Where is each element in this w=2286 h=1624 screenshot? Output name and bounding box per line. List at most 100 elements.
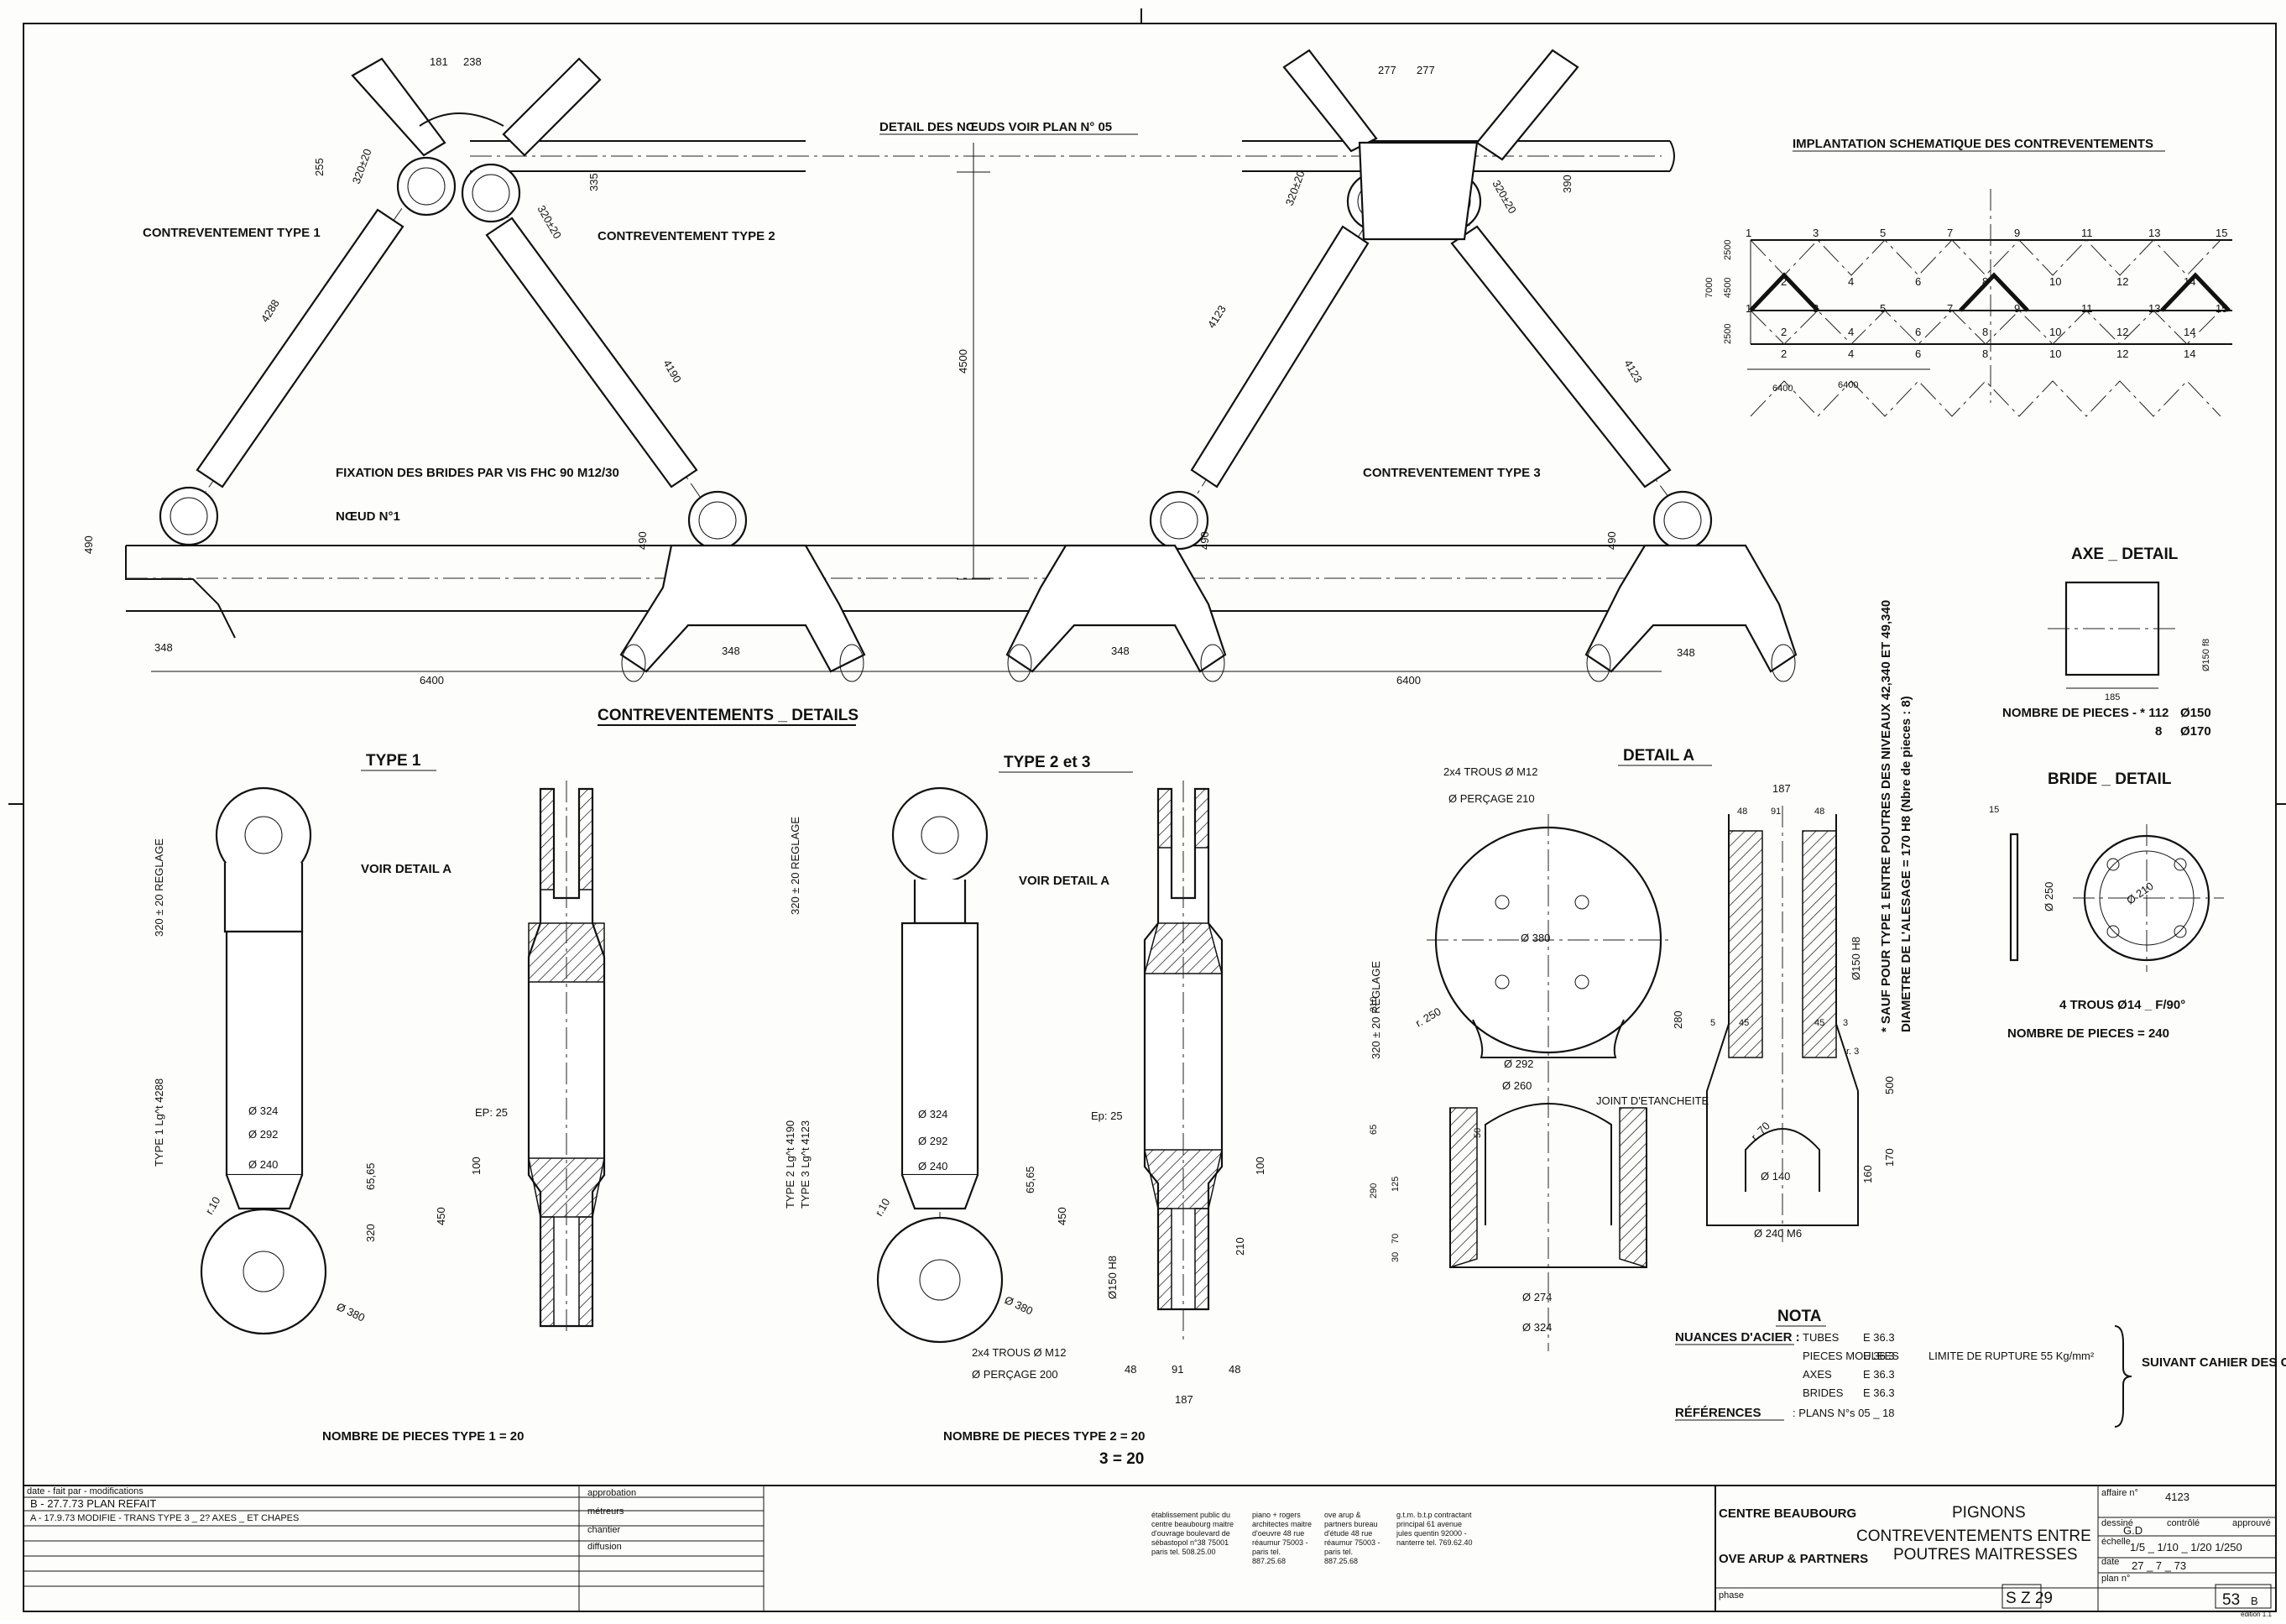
side-d140: Ø 140 — [1761, 1170, 1790, 1183]
approuve-label: approuvé — [2232, 1518, 2271, 1528]
dim-top-25: 6400 — [1396, 674, 1421, 687]
nota-plans: : PLANS N°s 05 _ 18 — [1793, 1407, 1895, 1419]
vertical-note-2: DIAMETRE DE L'ALESAGE = 170 H8 (Nbre de … — [1899, 696, 1913, 1032]
type23-d1: Ø 324 — [918, 1108, 947, 1120]
vertical-note-1: * SAUF POUR TYPE 1 ENTRE POUTRES DES NIV… — [1879, 600, 1893, 1032]
type23-dim-1: 450 — [1056, 1207, 1068, 1225]
dim-top-2: 255 — [313, 158, 326, 176]
nota-row1-a: PIECES MOULEES — [1803, 1350, 1899, 1362]
side-45b: 45 — [1814, 1018, 1824, 1028]
impl-dim-5: 6400 — [1838, 380, 1858, 390]
detail-noeuds-label: DETAIL DES NŒUDS VOIR PLAN N° 05 — [879, 120, 1112, 134]
plan-code: S Z 29 — [2006, 1590, 2053, 1607]
nota-cahier: SUIVANT CAHIER DES CHARGES — [2142, 1355, 2286, 1370]
credit-client: établissement public du centre beaubourg… — [1151, 1511, 1234, 1556]
side-187: 187 — [1772, 782, 1791, 795]
nota-block: NOTA NUANCES D'ACIER : TUBES E 36.3 PIEC… — [1675, 1308, 2286, 1428]
title-block: date - fait par - modifications B - 27.7… — [23, 1485, 2276, 1618]
impl-node-top_nodes-1: 3 — [1813, 227, 1819, 239]
detailA-d260: Ø 260 — [1502, 1079, 1532, 1092]
rev-b: B - 27.7.73 PLAN REFAIT — [30, 1497, 156, 1510]
impl-node-mid_upper-4: 10 — [2049, 275, 2061, 288]
contreventement-type3-label: CONTREVENTEMENT TYPE 3 — [1363, 466, 1541, 480]
nota-nuances: NUANCES D'ACIER : — [1675, 1330, 1800, 1345]
affaire-label: affaire n° — [2101, 1488, 2138, 1498]
impl-node-top_nodes-5: 11 — [2081, 227, 2093, 239]
side-280: 280 — [1672, 1010, 1684, 1029]
impl-node-mid_lower_left-0: 1 — [1746, 302, 1751, 315]
impl-node-mid_lower_left-4: 9 — [2014, 302, 2020, 315]
side-170: 170 — [1883, 1148, 1896, 1167]
detailA-title: DETAIL A — [1623, 747, 1694, 765]
type23-dim-5: 91 — [1172, 1363, 1183, 1376]
dim-top-22: 348 — [1111, 645, 1130, 657]
type1-dim-2: 100 — [470, 1157, 483, 1175]
type1-lg: TYPE 1 Lg^t 4288 — [153, 1078, 165, 1167]
impl-dim-4: 6400 — [1772, 384, 1793, 394]
detailA-d292: Ø 292 — [1504, 1057, 1533, 1070]
type23-detail: TYPE 2 et 3 VOIR DETAIL A Ø 324 Ø 292 Ø … — [784, 754, 1266, 1468]
top-elevation — [125, 49, 1798, 682]
type23-percage: Ø PERÇAGE 200 — [972, 1368, 1058, 1381]
nota-row0-a: TUBES — [1803, 1331, 1840, 1344]
detailA-joint: JOINT D'ETANCHEITE — [1596, 1094, 1709, 1107]
bride-count: NOMBRE DE PIECES = 240 — [2007, 1026, 2169, 1041]
bride-title: BRIDE _ DETAIL — [2048, 770, 2172, 788]
type23-r: r.10 — [873, 1196, 893, 1218]
type23-lg3: TYPE 3 Lg^t 4123 — [799, 1120, 812, 1209]
detailA-trous: 2x4 TROUS Ø M12 — [1443, 765, 1537, 778]
edition: édition 1.1 — [2241, 1611, 2272, 1618]
dim-top-9: 277 — [1378, 64, 1396, 76]
nota-row2-b: E 36.3 — [1863, 1368, 1895, 1381]
nota-row0-b: E 36.3 — [1863, 1331, 1895, 1344]
type23-d2: Ø 292 — [918, 1135, 947, 1147]
impl-node-mid_upper-0: 2 — [1781, 275, 1787, 288]
side-45a: 45 — [1739, 1018, 1749, 1028]
type1-r: r.10 — [203, 1194, 223, 1216]
dim-top-17: 490 — [636, 531, 649, 550]
type1-voir: VOIR DETAIL A — [361, 862, 451, 876]
implantation-schematic: IMPLANTATION SCHEMATIQUE DES CONTREVENTE… — [1704, 137, 2232, 417]
detailA-dim-2: 50 — [1473, 1128, 1483, 1138]
axe-dim-dia: Ø150 f8 — [2201, 639, 2211, 671]
type23-trous: 2x4 TROUS Ø M12 — [972, 1346, 1066, 1359]
credit-contractor: g.t.m. b.t.p contractant principal 61 av… — [1396, 1511, 1473, 1547]
dim-top-5: 320±20 — [535, 203, 564, 241]
type23-ep: Ep: 25 — [1091, 1110, 1123, 1122]
impl-node-bottom_nodes-4: 10 — [2049, 347, 2061, 360]
bride-holes: 4 TROUS Ø14 _ F/90° — [2059, 998, 2185, 1012]
rev-label-metreurs: métreurs — [587, 1507, 624, 1517]
title-line-2: CONTREVENTEMENTS ENTRE — [1856, 1527, 2091, 1545]
impl-node-mid_lower_left-3: 7 — [1947, 302, 1953, 315]
type1-detail: TYPE 1 VOIR DETAIL A Ø 324 Ø 292 Ø 240 r… — [153, 752, 606, 1444]
dim-top-7: 4190 — [660, 358, 683, 385]
rev-header: date - fait par - modifications — [27, 1486, 144, 1496]
nota-row3-b: E 36.3 — [1863, 1386, 1895, 1399]
firm-name: OVE ARUP & PARTNERS — [1719, 1552, 1868, 1566]
dim-top-3: 320±20 — [350, 147, 374, 185]
dim-top-12: 320±20 — [1490, 178, 1519, 216]
type23-bore: Ø150 H8 — [1106, 1256, 1119, 1299]
detailA-dim-4: 290 — [1369, 1183, 1379, 1198]
detailA-percage: Ø PERÇAGE 210 — [1448, 792, 1535, 805]
affaire-value: 4123 — [2165, 1491, 2189, 1503]
dim-top-6: 4288 — [258, 297, 282, 324]
impl-node-mid_upper-1: 4 — [1848, 275, 1854, 288]
nota-row2-a: AXES — [1803, 1368, 1832, 1381]
impl-node-mid_lower_right-6: 14 — [2184, 326, 2195, 338]
dim-top-20: 348 — [154, 641, 173, 654]
impl-dim-3: 2500 — [1723, 324, 1733, 344]
impl-node-mid_lower_right-4: 10 — [2049, 326, 2061, 338]
impl-node-mid_lower_left-6: 13 — [2148, 302, 2160, 315]
side-r70: r. 70 — [1749, 1120, 1772, 1143]
side-d240: Ø 240 M6 — [1754, 1227, 1802, 1240]
bride-thick: 15 — [1989, 805, 1999, 815]
side-91: 91 — [1771, 807, 1781, 817]
impl-node-mid_lower_left-7: 15 — [2216, 302, 2227, 315]
contreventement-type2-label: CONTREVENTEMENT TYPE 2 — [598, 229, 775, 243]
plan-number: 53 — [2222, 1591, 2240, 1609]
type1-dim-1: 320 — [364, 1224, 377, 1242]
axe-title: AXE _ DETAIL — [2071, 546, 2179, 563]
